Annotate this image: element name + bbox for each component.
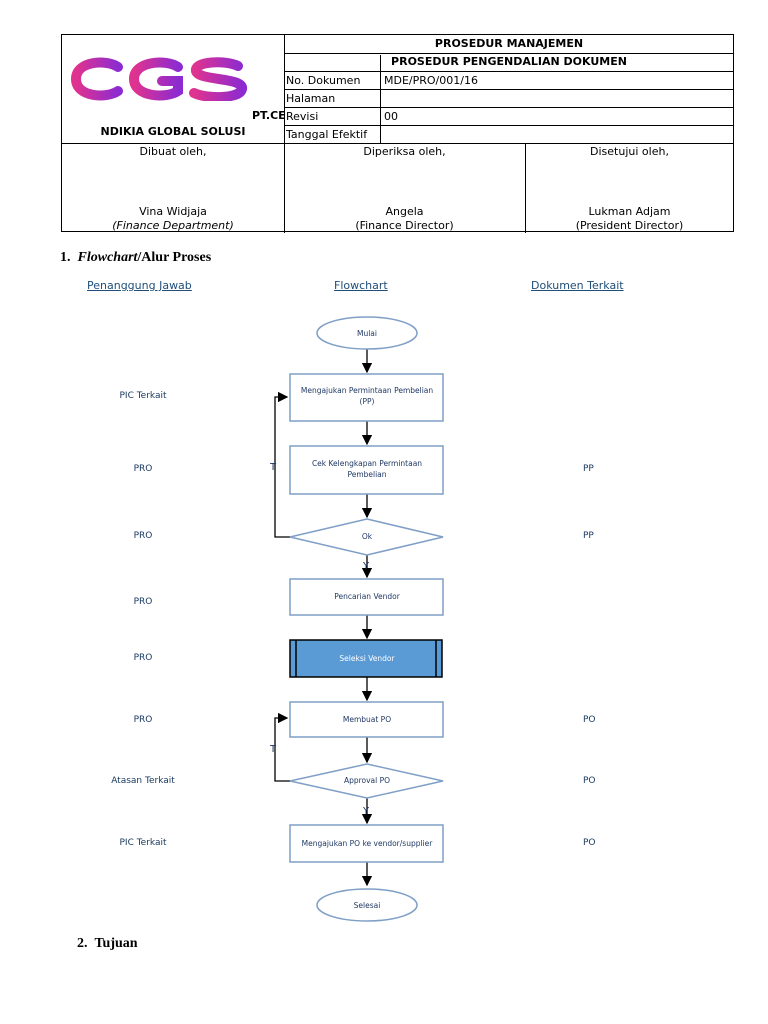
doc-label: PO <box>583 776 596 786</box>
column-head-penanggung-jawab: Penanggung Jawab <box>87 279 192 292</box>
field-value-revisi: 00 <box>384 110 398 123</box>
end-label: Selesai <box>354 901 381 910</box>
section-1-heading: 1. Flowchart/Alur Proses <box>60 250 211 266</box>
pj-label: PRO <box>133 653 153 663</box>
step-label: Pencarian Vendor <box>334 592 401 601</box>
pj-label: PRO <box>133 531 153 541</box>
step-membuat-po <box>289 701 444 738</box>
signature-name-approved: Lukman Adjam <box>588 205 671 218</box>
signature-name-checked: Angela <box>385 205 424 218</box>
pj-label: PRO <box>133 464 153 474</box>
loop-no-label: T <box>269 744 277 755</box>
loop-yes-label: Y <box>362 806 370 817</box>
step-label: Pembelian <box>347 470 386 479</box>
pj-label: PRO <box>133 597 153 607</box>
end-terminator <box>316 888 418 922</box>
step-seleksi-vendor <box>289 639 443 678</box>
step-label: (PP) <box>360 397 375 406</box>
pj-label: PRO <box>133 715 153 725</box>
company-logo <box>70 57 247 101</box>
loop-yes-label: Y <box>362 561 370 572</box>
pj-label: PIC Terkait <box>119 838 167 848</box>
step-ajukan-po <box>289 824 444 863</box>
step-label: Seleksi Vendor <box>339 654 395 663</box>
section-2-title: Tujuan <box>94 936 138 951</box>
signature-role-approved: Disetujui oleh, <box>590 145 669 158</box>
field-label-no-dokumen: No. Dokumen <box>286 74 361 87</box>
field-label-revisi: Revisi <box>286 110 319 123</box>
step-cek-kelengkapan <box>289 445 444 495</box>
document-header-table: PROSEDUR MANAJEMEN PROSEDUR PENGENDALIAN… <box>61 34 734 233</box>
decision-label: Ok <box>362 532 373 541</box>
signature-role-prepared: Dibuat oleh, <box>139 145 207 158</box>
column-head-dokumen-terkait: Dokumen Terkait <box>531 279 624 292</box>
start-terminator <box>316 316 418 350</box>
decision-label: Approval PO <box>344 776 390 785</box>
loop-no-label: T <box>269 462 277 473</box>
doc-title-2: PROSEDUR PENGENDALIAN DOKUMEN <box>391 55 627 68</box>
doc-label: PO <box>583 715 596 725</box>
signature-position-approved: (President Director) <box>575 219 684 232</box>
signature-role-checked: Diperiksa oleh, <box>363 145 446 158</box>
step-label: Membuat PO <box>343 715 391 724</box>
pj-label: PIC Terkait <box>119 391 167 401</box>
flow-connectors <box>274 349 373 887</box>
doc-label: PP <box>583 531 594 541</box>
field-label-tanggal-efektif: Tanggal Efektif <box>286 128 368 141</box>
doc-label: PP <box>583 464 594 474</box>
section-1-number: 1. <box>60 250 71 265</box>
section-1-title-rest: /Alur Proses <box>137 250 212 265</box>
company-name: NDIKIA GLOBAL SOLUSI <box>100 125 246 138</box>
step-pencarian-vendor <box>289 578 444 616</box>
step-ajukan-pp <box>289 373 444 422</box>
signature-position-checked: (Finance Director) <box>355 219 454 232</box>
step-label: Mengajukan PO ke vendor/supplier <box>302 839 434 848</box>
field-label-halaman: Halaman <box>286 92 336 105</box>
column-head-flowchart: Flowchart <box>334 279 388 292</box>
decision-ok <box>289 518 444 556</box>
decision-approval-po <box>289 763 444 799</box>
pj-label: Atasan Terkait <box>111 776 175 786</box>
section-2-number: 2. <box>77 936 88 951</box>
signature-position-prepared: (Finance Department) <box>112 219 234 232</box>
step-label: Mengajukan Permintaan Pembelian <box>301 386 434 395</box>
section-2-heading: 2. Tujuan <box>77 936 138 952</box>
signature-name-prepared: Vina Widjaja <box>139 205 207 218</box>
company-prefix: PT.CE <box>252 109 286 122</box>
start-label: Mulai <box>357 329 377 338</box>
field-value-no-dokumen: MDE/PRO/001/16 <box>384 74 478 87</box>
section-1-title-italic: Flowchart <box>77 250 138 265</box>
step-label: Cek Kelengkapan Permintaan <box>312 459 422 468</box>
doc-title-1: PROSEDUR MANAJEMEN <box>434 37 584 50</box>
doc-label: PO <box>583 838 596 848</box>
